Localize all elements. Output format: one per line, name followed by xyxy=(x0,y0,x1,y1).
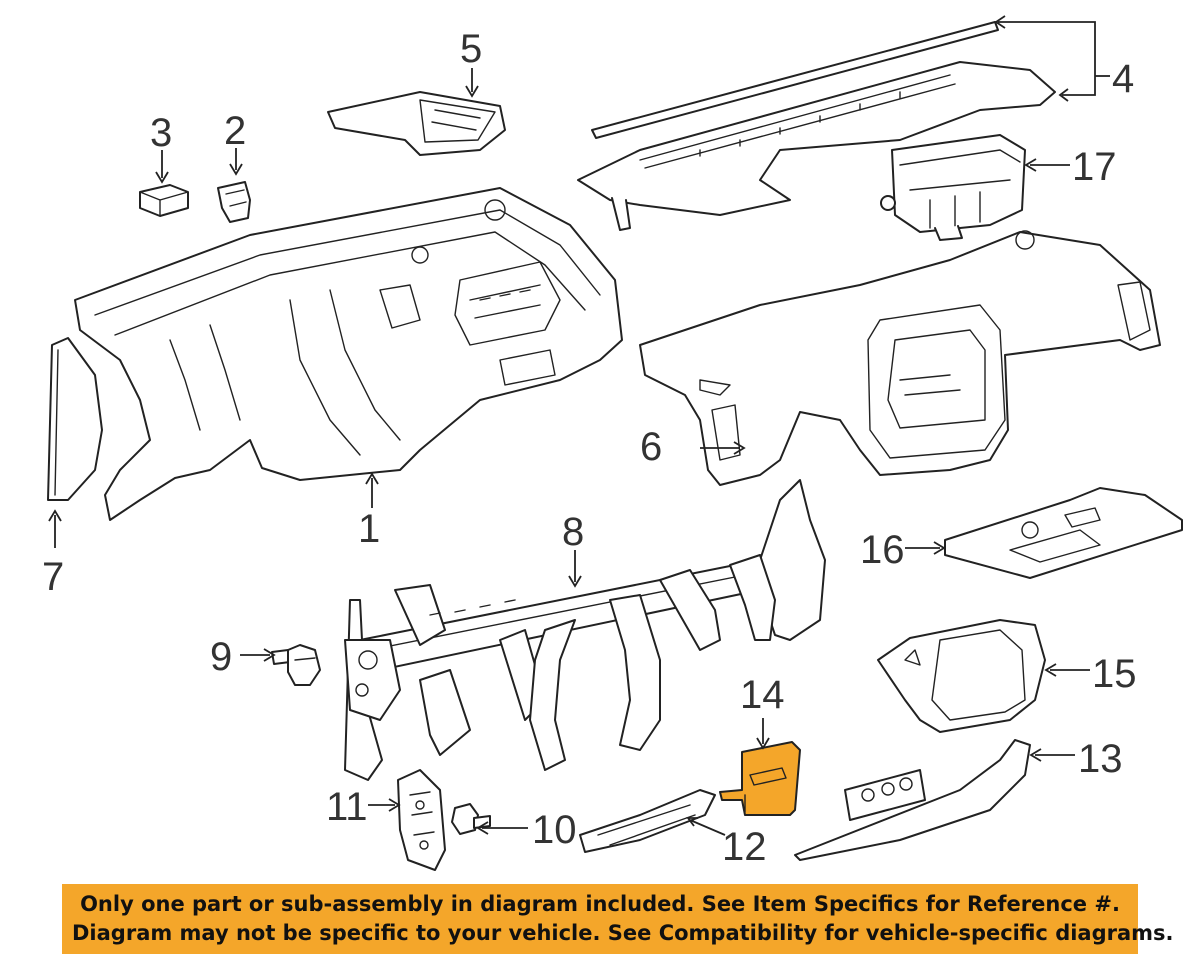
callout-4: 4 xyxy=(1112,57,1134,101)
part-2-bracket xyxy=(217,181,251,223)
part-5-storage-bin xyxy=(327,91,506,156)
part-11-side-bracket xyxy=(397,769,446,871)
part-13-lower-trim-panel xyxy=(794,739,1031,861)
callout-1: 1 xyxy=(358,507,380,551)
callout-11: 11 xyxy=(326,785,368,829)
part-17-airbag-module xyxy=(880,134,1026,241)
callout-5: 5 xyxy=(460,27,482,71)
callout-14: 14 xyxy=(740,673,785,717)
callout-2: 2 xyxy=(224,109,246,153)
callout-6: 6 xyxy=(640,425,662,469)
part-15-glove-box xyxy=(877,619,1046,733)
part-16-console-tray xyxy=(944,487,1183,579)
callout-10: 10 xyxy=(532,808,577,852)
part-1-instrument-panel-carrier xyxy=(74,187,623,521)
callout-9: 9 xyxy=(210,635,232,679)
callout-8: 8 xyxy=(562,510,584,554)
callout-7: 7 xyxy=(42,555,64,599)
part-10-bolt xyxy=(451,803,491,835)
part-3-clip xyxy=(139,184,189,217)
callout-12: 12 xyxy=(722,825,767,869)
part-14-highlighted-bracket xyxy=(719,741,801,816)
part-8-cross-car-beam xyxy=(344,479,826,781)
disclaimer-line-2: Diagram may not be specific to your vehi… xyxy=(72,921,1174,945)
disclaimer-line-1: Only one part or sub-assembly in diagram… xyxy=(80,892,1120,916)
part-9-bolt xyxy=(271,644,321,686)
leader-lines xyxy=(48,15,1110,836)
part-4-defroster-panel xyxy=(577,21,1056,231)
callout-13: 13 xyxy=(1078,737,1123,781)
part-7-end-cap xyxy=(47,337,103,501)
part-12-lower-bracket xyxy=(579,789,716,853)
callout-17: 17 xyxy=(1072,145,1117,189)
disclaimer-banner: Only one part or sub-assembly in diagram… xyxy=(62,884,1174,954)
callout-3: 3 xyxy=(150,111,172,155)
part-6-instrument-panel-pad xyxy=(639,230,1161,486)
dashboard-parts-diagram: 1 2 3 4 5 6 7 8 9 10 11 12 13 14 15 16 1… xyxy=(42,15,1183,871)
callout-15: 15 xyxy=(1092,652,1137,696)
callout-16: 16 xyxy=(860,528,905,572)
